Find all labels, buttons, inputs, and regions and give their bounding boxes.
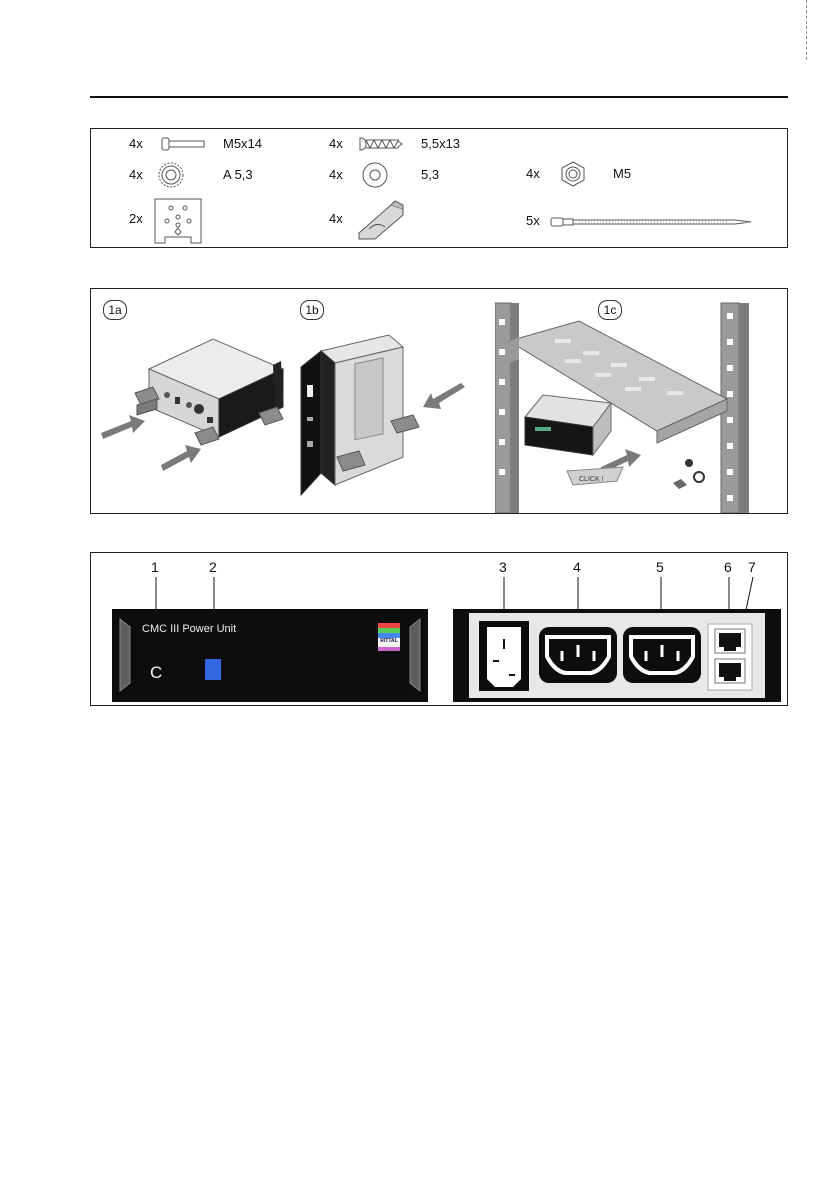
brand-logo-text: RITTAL [378, 638, 400, 644]
rear-panel [453, 609, 781, 702]
front-left-handle [118, 617, 132, 693]
part-size-nut: M5 [613, 166, 631, 181]
part-size-screw: 5,5x13 [421, 136, 460, 151]
step-1c-illustration: CLICK ! [495, 299, 785, 513]
part-qty-clip: 4x [329, 211, 343, 226]
part-size-bolt: M5x14 [223, 136, 262, 151]
step-1a-illustration [97, 325, 297, 515]
part-qty-serrated-washer: 4x [129, 167, 143, 182]
installation-box: 1a 1b 1c [90, 288, 788, 514]
device-view-box: 1 2 3 4 5 6 7 CMC III Power Unit C RITTA… [90, 552, 788, 706]
part-qty-plate: 2x [129, 211, 143, 226]
bolt-icon [161, 137, 206, 151]
power-outlet-icon [621, 625, 703, 685]
power-inlet-icon [475, 619, 533, 693]
status-led [205, 659, 221, 680]
click-tag-text: CLICK ! [579, 476, 604, 483]
step-label-1b: 1b [300, 300, 324, 320]
step-1b-illustration [293, 325, 479, 515]
network-ports-icon [707, 623, 753, 691]
part-qty-nut: 4x [526, 166, 540, 181]
screw-icon [359, 137, 404, 151]
part-size-washer: 5,3 [421, 167, 439, 182]
part-qty-washer: 4x [329, 167, 343, 182]
front-panel: CMC III Power Unit C RITTAL [112, 609, 428, 702]
power-outlet-icon [537, 625, 619, 685]
front-right-handle [408, 617, 422, 693]
part-qty-cable-tie: 5x [526, 213, 540, 228]
mounting-plate-icon [153, 197, 203, 245]
part-qty-bolt: 4x [129, 136, 143, 151]
cut-mark [806, 0, 807, 60]
rear-panel-face [469, 613, 765, 698]
cable-tie-icon [549, 215, 755, 229]
part-size-serrated-washer: A 5,3 [223, 167, 253, 182]
header-rule [90, 96, 788, 98]
brand-logo: RITTAL [378, 623, 400, 651]
hex-nut-icon [559, 160, 587, 188]
front-panel-title: CMC III Power Unit [142, 623, 236, 635]
front-indicator: C [150, 663, 162, 683]
part-qty-screw: 4x [329, 136, 343, 151]
mounting-clip-icon [355, 199, 407, 243]
washer-icon [361, 161, 389, 189]
step-label-1a: 1a [103, 300, 127, 320]
parts-list-box: 4x M5x14 4x 5,5x13 4x A 5,3 4x 5,3 4x M5… [90, 128, 788, 248]
serrated-washer-icon [157, 161, 185, 189]
